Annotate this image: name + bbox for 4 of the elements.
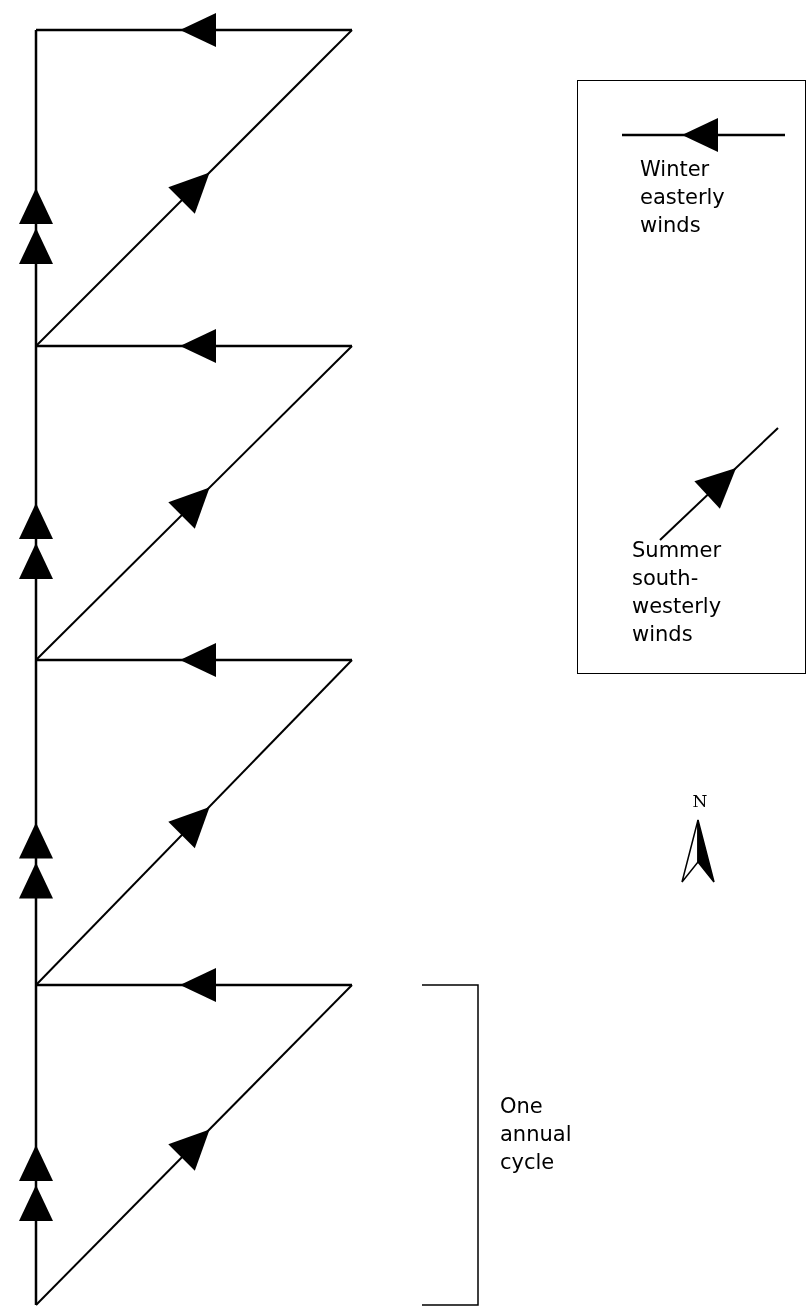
- bracket-label: One annual cycle: [500, 1093, 573, 1176]
- legend-text: Summer south-westerly winds: [632, 537, 723, 648]
- compass-label: N: [691, 790, 709, 812]
- legend-text: Winter easterly winds: [640, 156, 726, 239]
